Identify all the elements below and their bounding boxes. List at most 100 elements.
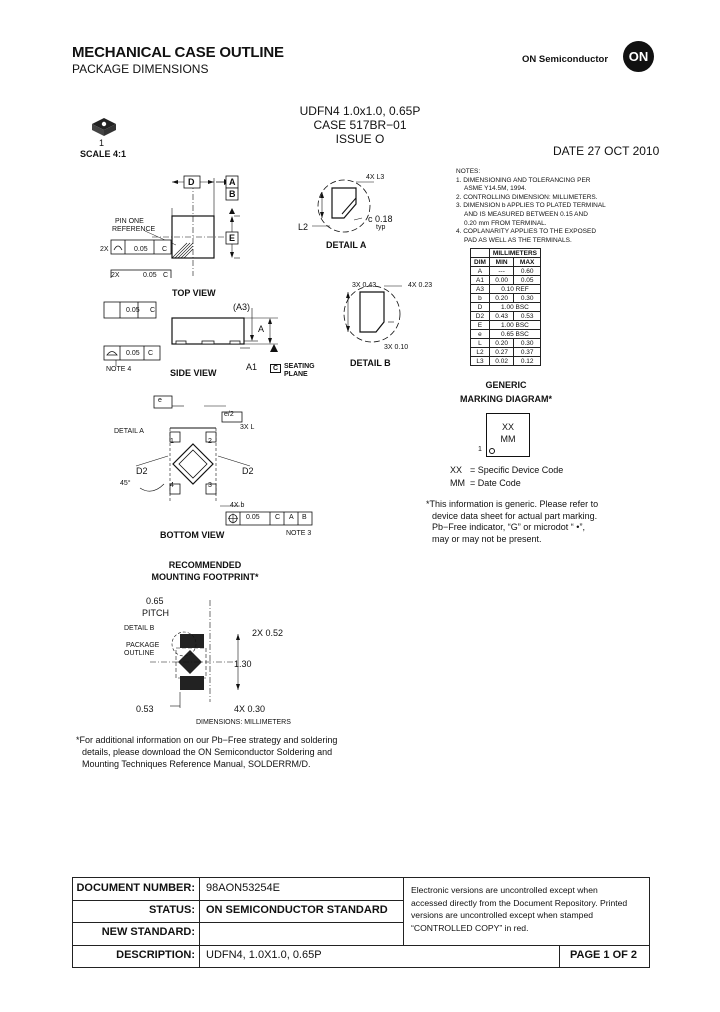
det-a-L2: L2 [298,222,309,232]
bottom-pin1: 1 [170,438,174,445]
dim-E-label: E [229,233,236,243]
page-title: MECHANICAL CASE OUTLINE [72,44,284,61]
on-logo: ON [623,41,654,72]
seating-plane-1: SEATING [284,363,315,370]
fcf-C: C [275,514,281,521]
marking-legend-xx-key: XX [450,465,463,475]
side-view-label: SIDE VIEW [170,368,217,378]
footprint-title-2: MOUNTING FOOTPRINT* [151,572,259,582]
seating-datum: C [270,364,282,373]
note-line: PAD AS WELL AS THE TERMINALS. [464,236,572,244]
det-b-4x023: 4X 0.23 [408,282,433,289]
disclaimer: Electronic versions are uncontrolled exc… [411,885,628,933]
dim-A3: (A3) [233,302,251,312]
detail-a-label: DETAIL A [326,240,367,250]
footer-row: DESCRIPTION: UDFN4, 1.0X1.0, 0.65P [73,945,403,967]
footprint-052: 2X 0.52 [252,628,284,638]
footprint-detail-b: DETAIL B [124,625,155,632]
status-label: STATUS: [148,904,195,916]
marking-legend-xx-val: = Specific Device Code [470,465,564,475]
det-b-3x043: 3X 0.43 [352,282,377,289]
datum-B: B [229,189,236,199]
tol-C-top-b: C [163,272,169,279]
marking-legend-mm-val: = Date Code [470,478,521,488]
side-view-drawing [103,301,278,366]
note-line: 1. DIMENSIONING AND TOLERANCING PER [456,176,591,184]
footprint-pitch-value: 0.65 [146,596,164,606]
footprint-package-2: OUTLINE [124,650,155,657]
tol-value-top-b: 0.05 [143,272,157,279]
dim-A1: A1 [246,362,258,372]
table-row: A---0.60 [470,266,541,276]
footprint-030: 4X 0.30 [234,704,266,714]
package-name: UDFN4 1.0x1.0, 0.65P [299,104,421,118]
side-tol2-value: 0.05 [126,350,140,357]
note4-label: NOTE 4 [106,366,132,373]
pin1-label: 1 [99,138,105,148]
datum-A: A [229,177,236,187]
fcf-B: B [302,514,307,521]
new-standard-label: NEW STANDARD: [101,926,195,938]
bottom-e2: e/2 [224,411,234,418]
description-label: DESCRIPTION: [116,949,195,961]
marking-legend-mm-key: MM [450,478,465,488]
note3-label: NOTE 3 [286,530,312,537]
bottom-D2-right: D2 [242,466,254,476]
scale-label: SCALE 4:1 [80,149,127,159]
bottom-view-drawing [135,395,313,526]
page-number: PAGE 1 OF 2 [570,949,638,961]
bottom-detail-a: DETAIL A [114,428,144,435]
top-view-drawing [110,175,240,278]
bottom-3xL: 3X L [240,424,255,431]
table-header: MAX [513,257,541,267]
bottom-angle: 45° [120,480,131,487]
footprint-053: 0.53 [136,704,154,714]
page-subtitle: PACKAGE DIMENSIONS [72,62,209,76]
footprint-pitch-label: PITCH [142,608,169,618]
side-tol-C: C [150,307,156,314]
doc-number-label: DOCUMENT NUMBER: [76,882,195,894]
dim-A: A [258,324,265,334]
marking-line-1: XX [501,422,514,432]
det-a-typ: typ [376,224,386,231]
note-line: AND IS MEASURED BETWEEN 0.15 AND [464,210,588,218]
status-value: ON SEMICONDUCTOR STANDARD [206,904,388,916]
marking-line-2: MM [500,434,516,444]
pin-one-ref-1: PIN ONE [115,218,144,225]
title-block: DOCUMENT NUMBER: 98AON53254E STATUS: ON … [72,877,650,968]
bottom-view-label: BOTTOM VIEW [160,530,225,540]
table-header: DIM [470,257,490,267]
tol-value-top: 0.05 [134,246,148,253]
fcf-A: A [289,514,294,521]
marking-title-2: MARKING DIAGRAM* [460,394,552,404]
brand-name: ON Semiconductor [522,54,609,65]
footprint-drawing [150,600,240,708]
package-issue: ISSUE O [335,132,385,146]
package-3d-icon [92,118,116,136]
footprint-package-1: PACKAGE [126,642,160,649]
table-group-header: MILLIMETERS [488,248,541,258]
doc-number-value: 98AON53254E [206,882,280,894]
bottom-D2-left: D2 [136,466,148,476]
side-tol-value: 0.05 [126,307,140,314]
pin-one-ref-2: REFERENCE [112,226,156,233]
footprint-units: DIMENSIONS: MILLIMETERS [196,719,291,726]
marking-pin: 1 [478,446,482,453]
note-line: 3. DIMENSION b APPLIES TO PLATED TERMINA… [456,202,606,210]
notes-title: NOTES: [456,168,481,175]
note-line: 2. CONTROLLING DIMENSION: MILLIMETERS. [456,193,598,201]
bottom-pin4: 4 [170,482,174,489]
notes-block: NOTES: 1. DIMENSIONING AND TOLERANCING P… [456,168,606,245]
bottom-4xb: 4X b [230,502,245,509]
bottom-pin3: 3 [208,482,212,489]
